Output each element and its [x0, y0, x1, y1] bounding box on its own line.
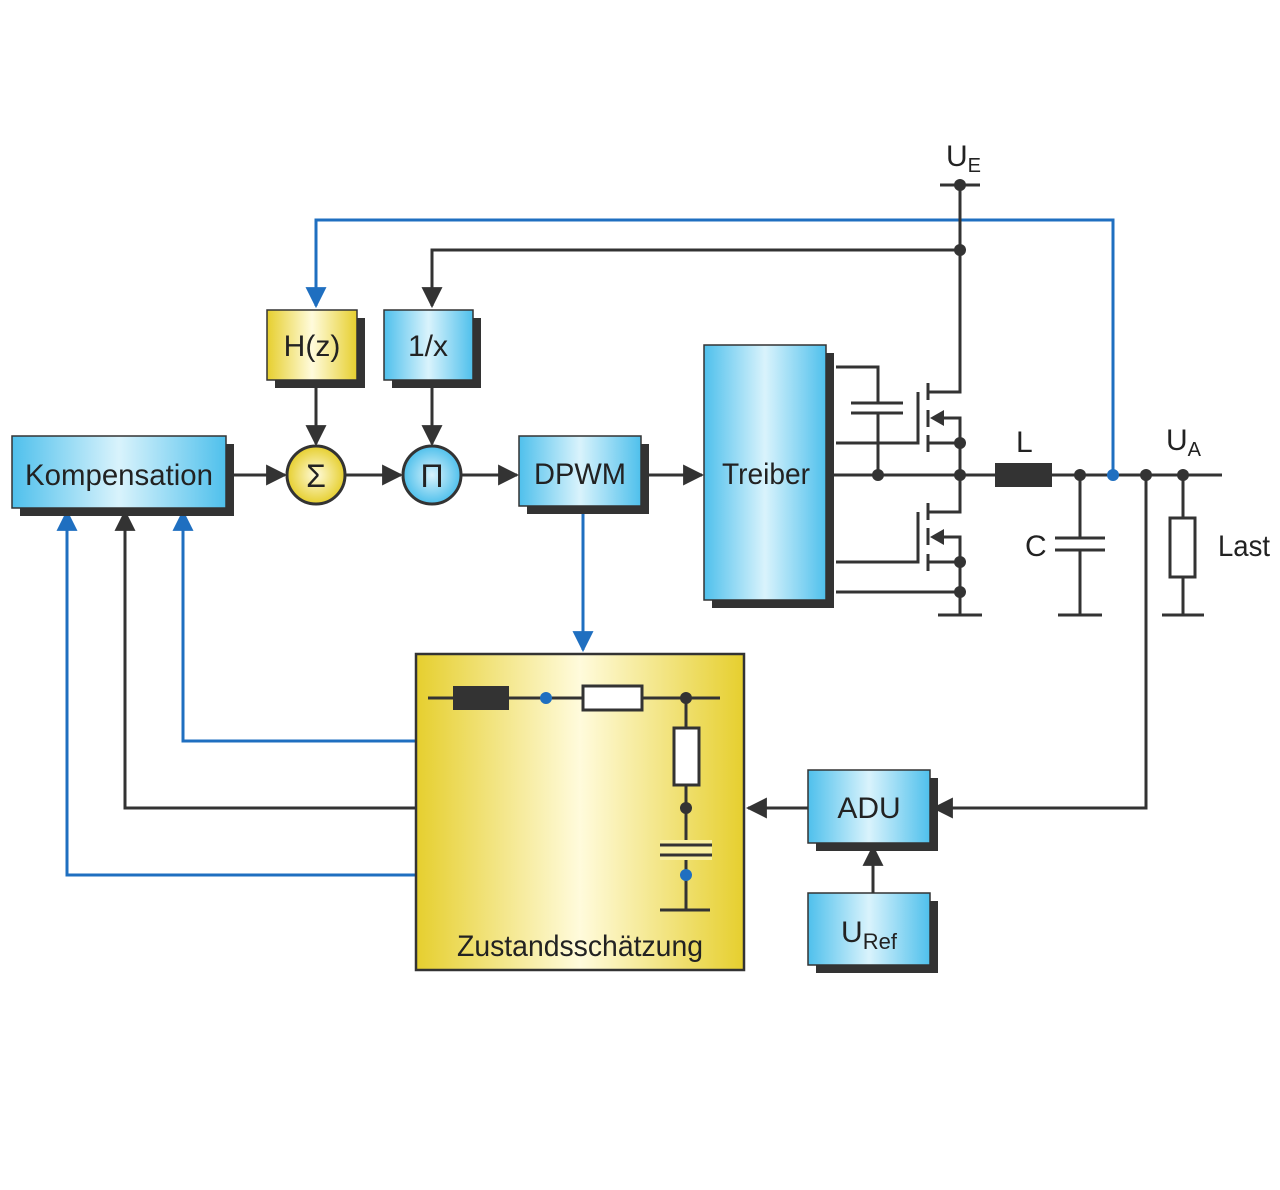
ue-subscript: E — [968, 155, 981, 177]
zustand-block: Zustandsschätzung — [414, 652, 746, 972]
hz-block: H(z) — [266, 309, 365, 388]
ua-subscript: A — [1188, 439, 1202, 461]
dpwm-block: DPWM — [518, 435, 649, 514]
kompensation-label: Kompensation — [25, 459, 213, 492]
model-inductor — [453, 686, 509, 710]
capacitor-label: C — [1025, 530, 1047, 563]
hz-label: H(z) — [284, 330, 341, 363]
high-side-mosfet — [836, 383, 966, 475]
adu-block: ADU — [807, 769, 938, 851]
ue-label: U — [946, 140, 968, 173]
model-resistor — [581, 684, 644, 712]
adu-label: ADU — [837, 792, 900, 825]
sum-label: Σ — [306, 458, 326, 494]
dpwm-label: DPWM — [534, 458, 626, 491]
uref-subscript: Ref — [863, 929, 898, 954]
inductor-L — [995, 463, 1052, 487]
inverse-label: 1/x — [408, 330, 448, 363]
svg-text:URef: URef — [841, 916, 898, 954]
zustand-label: Zustandsschätzung — [457, 930, 703, 963]
inverse-block: 1/x — [383, 309, 481, 388]
treiber-block: Treiber — [703, 344, 834, 608]
kompensation-block: Kompensation — [11, 435, 234, 516]
model-load-resistor — [672, 726, 701, 787]
treiber-label: Treiber — [722, 458, 810, 491]
power-stage — [836, 179, 1204, 617]
product-node: Π — [401, 444, 463, 506]
svg-text:UE: UE — [946, 140, 981, 177]
sum-node: Σ — [285, 444, 347, 506]
uref-label: U — [841, 916, 863, 949]
low-side-mosfet — [836, 475, 982, 617]
svg-text:UA: UA — [1166, 424, 1202, 461]
load-resistor — [1162, 469, 1204, 617]
product-label: Π — [420, 458, 443, 494]
inductor-label: L — [1016, 426, 1033, 459]
load-label: Last — [1218, 530, 1271, 563]
uref-block: URef — [807, 892, 938, 973]
ua-label: U — [1166, 424, 1188, 457]
output-capacitor — [1055, 469, 1105, 617]
